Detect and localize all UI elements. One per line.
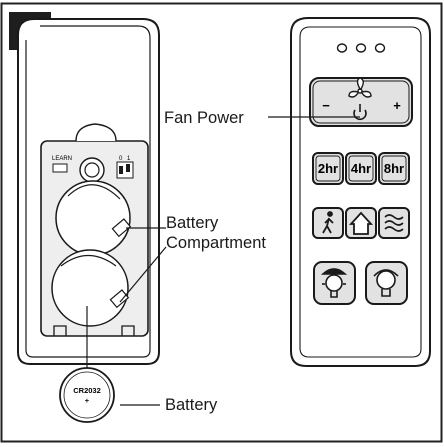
downlight-button[interactable] — [313, 261, 356, 305]
leader-lines — [86, 116, 360, 406]
power-icon — [353, 104, 367, 121]
battery-compartment-label-line1: Battery — [166, 214, 219, 232]
timer-4hr-button[interactable]: 4hr — [345, 152, 377, 185]
battery-label: Battery — [165, 396, 218, 414]
dip-label-0: 0 — [119, 156, 123, 162]
remote-back: LEARN 0 1 — [17, 18, 160, 365]
battery-polarity: + — [85, 396, 90, 405]
pair-button — [84, 162, 100, 178]
compartment-leader-lower — [119, 246, 167, 303]
fan-power-button[interactable]: − + — [309, 77, 413, 127]
home-icon — [348, 211, 374, 235]
battery-slot-lower — [51, 249, 130, 327]
fan-speed-minus[interactable]: − — [322, 98, 330, 113]
timer-4hr-label: 4hr — [351, 161, 371, 176]
home-mode-button[interactable] — [345, 207, 377, 239]
walking-person-icon — [322, 211, 334, 234]
dip-label-1: 1 — [127, 156, 131, 162]
indicator-led-3 — [374, 43, 386, 53]
downlight-icon — [320, 268, 348, 298]
timer-2hr-label: 2hr — [318, 161, 338, 176]
uplight-icon — [373, 269, 399, 297]
timer-8hr-label: 8hr — [384, 161, 404, 176]
learn-label: LEARN — [52, 156, 72, 162]
breeze-waves-icon — [384, 214, 404, 232]
battery-model: CR2032 — [73, 386, 101, 395]
indicator-led-2 — [355, 43, 367, 53]
fan-speed-plus[interactable]: + — [393, 98, 401, 113]
fan-icon — [348, 77, 372, 98]
indicator-led-1 — [336, 43, 348, 53]
fan-power-label: Fan Power — [164, 109, 244, 127]
walking-mode-button[interactable] — [312, 207, 344, 239]
timer-2hr-button[interactable]: 2hr — [312, 152, 344, 185]
uplight-button[interactable] — [365, 261, 408, 305]
timer-8hr-button[interactable]: 8hr — [378, 152, 410, 185]
battery-compartment-label-line2: Compartment — [166, 234, 266, 252]
battery-slot-upper — [55, 180, 132, 256]
coin-battery: CR2032 + — [59, 367, 115, 423]
learn-button — [52, 163, 68, 173]
breeze-mode-button[interactable] — [378, 207, 410, 239]
remote-front: − + 2hr 4hr — [290, 17, 431, 367]
